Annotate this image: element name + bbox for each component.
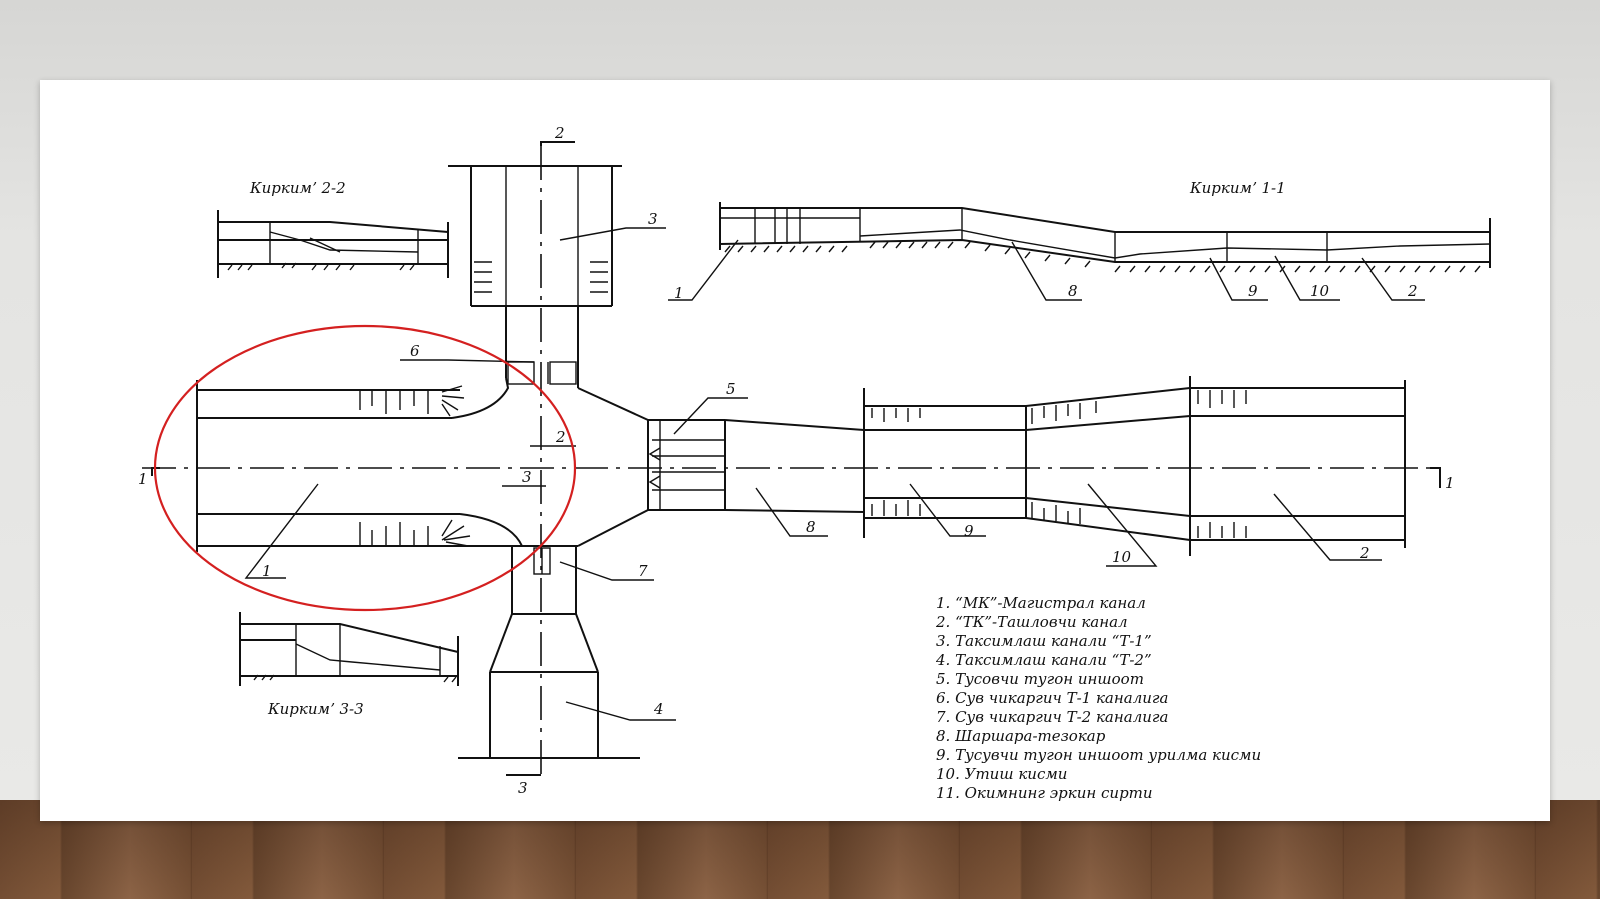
legend: 1. “МК”-Магистрал канал 2. “ТК”-Ташловчи…: [935, 594, 1261, 802]
plan-callout-4: 4: [653, 700, 664, 718]
plan-callout-7: 7: [638, 562, 648, 580]
plan-callout-6: 6: [410, 342, 420, 360]
plan-view: 2 2 3 3 1 1 1 3 6 5 7 8 9 10 2 4: [138, 124, 1455, 797]
legend-item-10: 10. Утиш кисми: [936, 765, 1067, 783]
legend-item-2: 2. “ТК”-Ташловчи канал: [935, 613, 1128, 631]
plan-callout-8: 8: [806, 518, 816, 536]
legend-item-3: 3. Таксимлаш канали “Т-1”: [936, 632, 1152, 650]
section-3-3-profile: Киркимʼ 3-3: [239, 612, 459, 718]
section-mark-right-1: 1: [1445, 474, 1455, 492]
profile-callout-10: 10: [1310, 282, 1330, 300]
profile-callout-8: 8: [1068, 282, 1078, 300]
section-mark-mid-3: 3: [522, 468, 532, 486]
plan-callout-9: 9: [964, 522, 974, 540]
plan-callout-1: 1: [262, 562, 272, 580]
legend-item-9: 9. Тусувчи тугон иншоот урилма кисми: [936, 746, 1261, 764]
section-mark-top-2: 2: [554, 124, 565, 142]
section-3-3-title: Киркимʼ 3-3: [267, 700, 364, 718]
section-2-2-title: Киркимʼ 2-2: [249, 179, 346, 197]
legend-item-4: 4. Таксимлаш канали “Т-2”: [935, 651, 1152, 669]
section-mark-bottom-3: 3: [518, 779, 528, 797]
section-1-1-profile: Киркимʼ 1-1 1 8 9 10 2: [668, 179, 1491, 302]
legend-item-11: 11. Окимнинг эркин сирти: [936, 784, 1153, 802]
legend-item-5: 5. Тусовчи тугон иншоот: [936, 670, 1144, 688]
section-2-2-profile: Киркимʼ 2-2: [217, 179, 449, 278]
legend-item-7: 7. Сув чикаргич Т-2 каналига: [936, 708, 1168, 726]
section-mark-left-1: 1: [138, 470, 148, 488]
legend-item-6: 6. Сув чикаргич Т-1 каналига: [936, 689, 1168, 707]
legend-item-8: 8. Шаршара-тезокар: [936, 727, 1106, 745]
profile-callout-2: 2: [1407, 282, 1418, 300]
section-mark-mid-2: 2: [555, 428, 566, 446]
plan-callout-3: 3: [648, 210, 658, 228]
plan-callout-2: 2: [1359, 544, 1370, 562]
plan-callout-5: 5: [726, 380, 736, 398]
plan-callout-10: 10: [1112, 548, 1132, 566]
drawing-board: [40, 80, 1550, 821]
legend-item-1: 1. “МК”-Магистрал канал: [936, 594, 1146, 612]
profile-callout-9: 9: [1248, 282, 1258, 300]
section-1-1-title: Киркимʼ 1-1: [1189, 179, 1286, 197]
highlight-ellipse: [153, 324, 577, 612]
profile-callout-1: 1: [674, 284, 684, 302]
